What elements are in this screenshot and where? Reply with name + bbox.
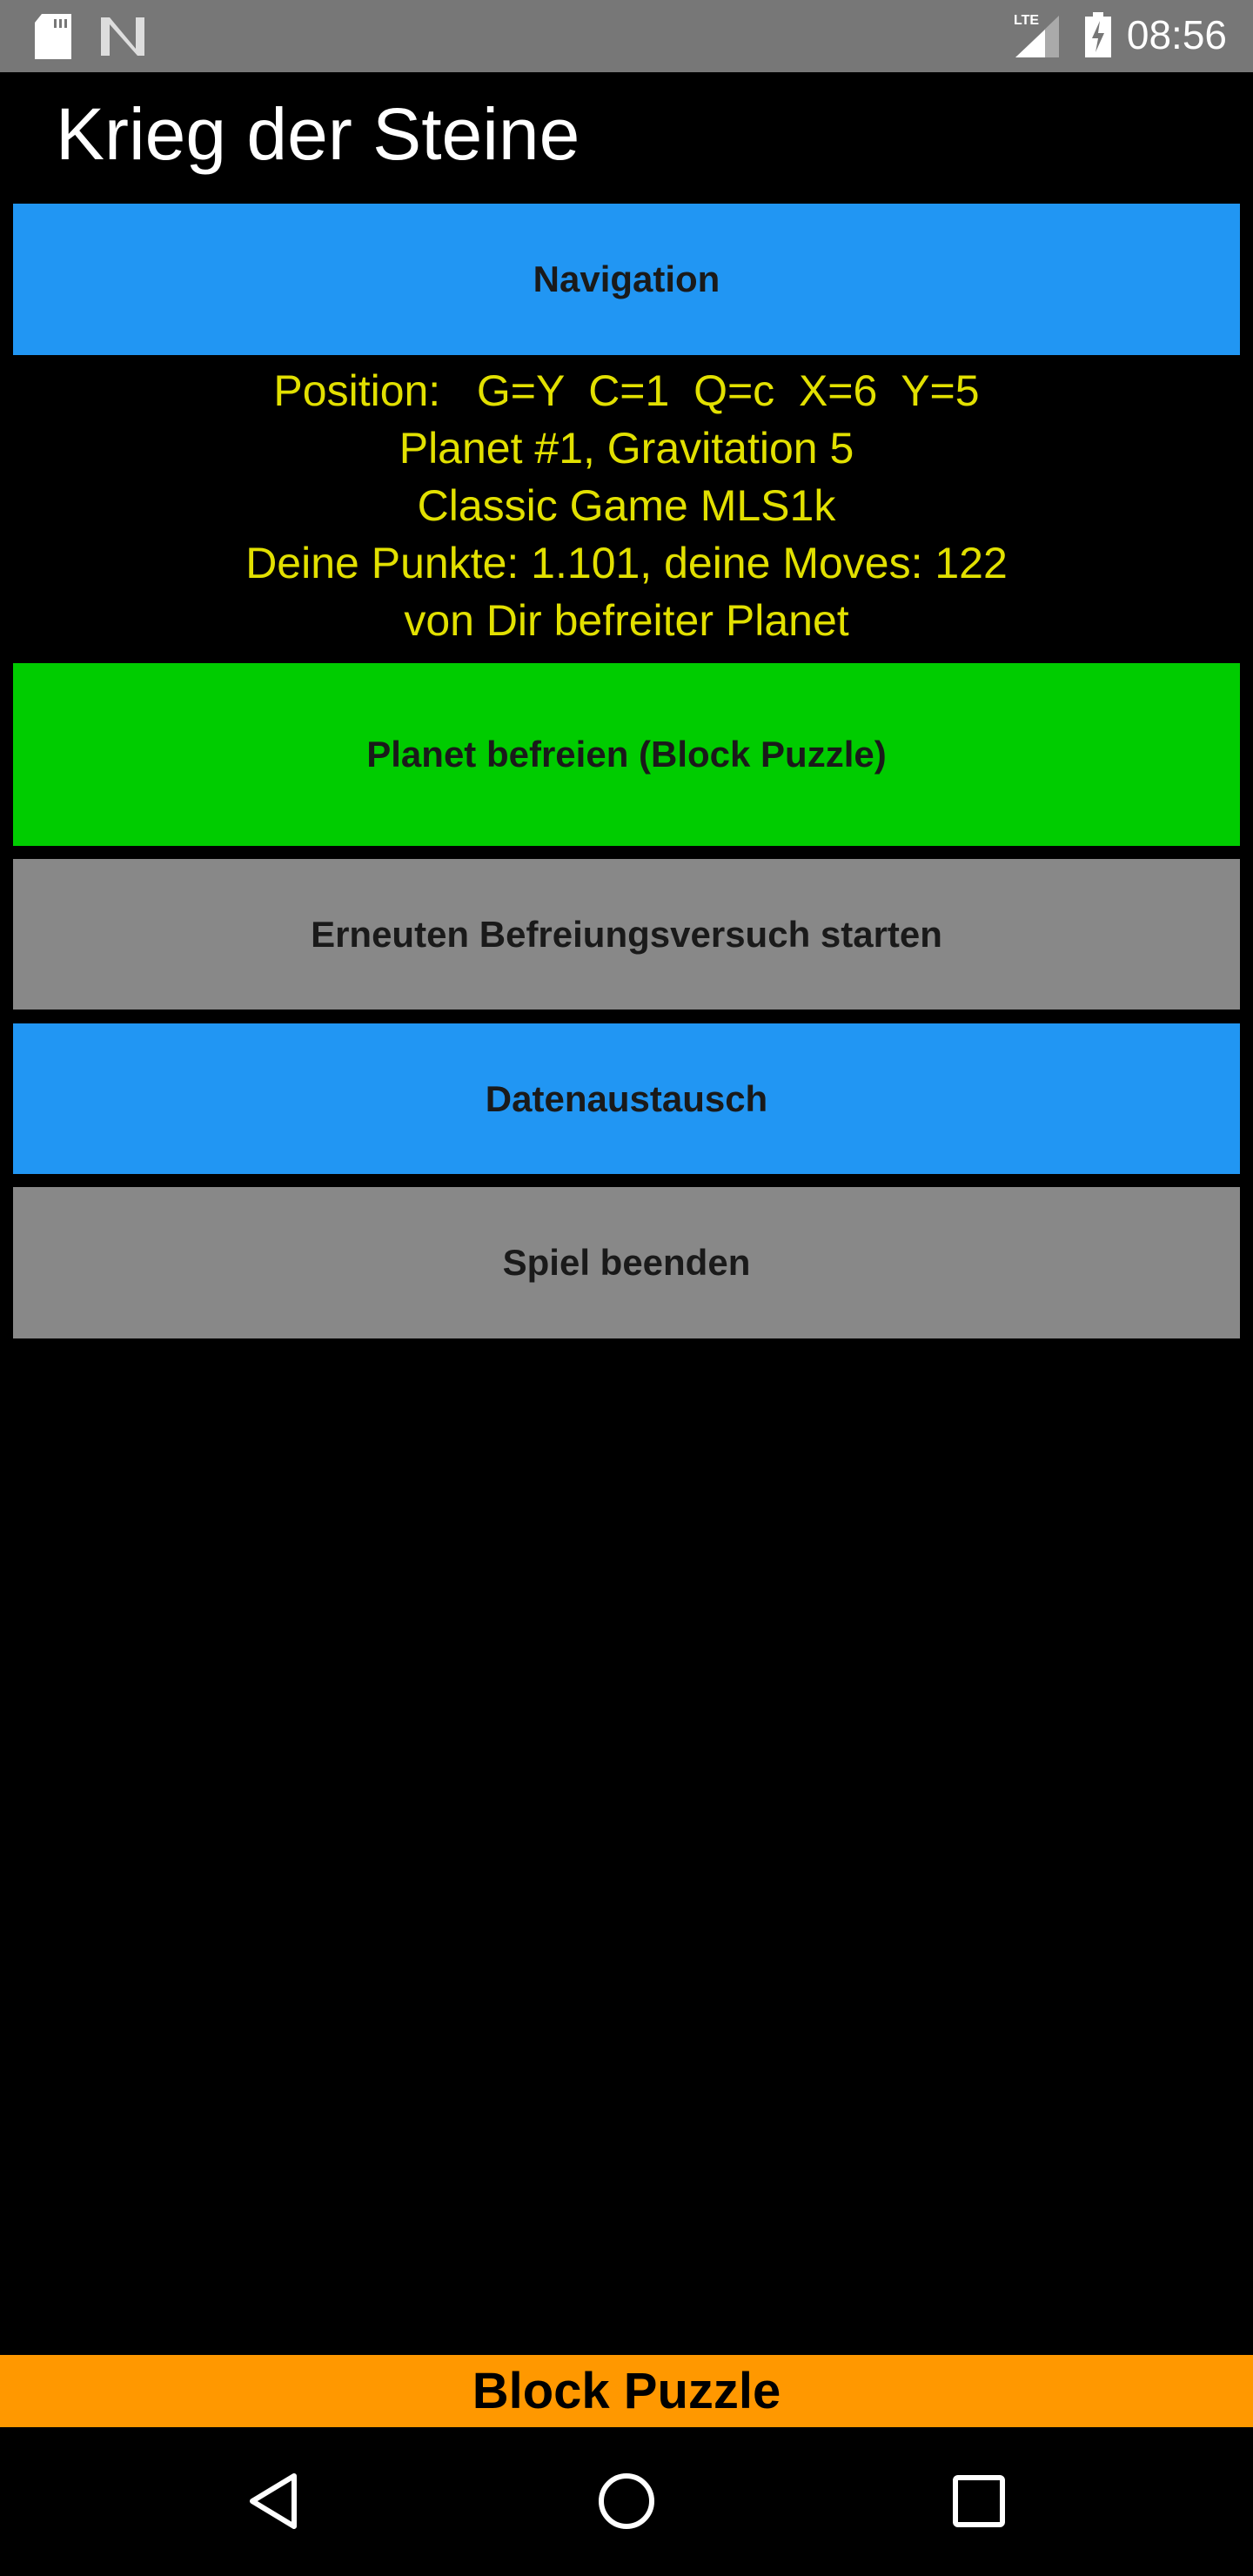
data-exchange-button[interactable]: Datenaustausch	[13, 1023, 1240, 1174]
system-nav-bar	[0, 2427, 1253, 2576]
home-icon[interactable]	[596, 2471, 657, 2532]
liberate-planet-button[interactable]: Planet befreien (Block Puzzle)	[13, 663, 1240, 846]
status-bar: LTE 08:56	[0, 0, 1253, 72]
recents-icon[interactable]	[948, 2471, 1009, 2532]
clock: 08:56	[1126, 12, 1227, 57]
game-text: Classic Game MLS1k	[417, 481, 836, 530]
navigation-button[interactable]: Navigation	[13, 204, 1240, 355]
back-icon[interactable]	[244, 2471, 305, 2532]
battery-charging-icon	[1084, 12, 1111, 57]
footer-banner: Block Puzzle	[0, 2355, 1253, 2427]
game-info: Position: G=Y C=1 Q=c X=6 Y=5 Planet #1,…	[0, 362, 1253, 649]
lte-signal-icon: LTE	[1014, 13, 1059, 57]
score-text: Deine Punkte: 1.101, deine Moves: 122	[245, 539, 1008, 587]
planet-text: Planet #1, Gravitation 5	[399, 424, 854, 473]
svg-text:LTE: LTE	[1014, 13, 1039, 28]
planet-status-text: von Dir befreiter Planet	[404, 596, 849, 645]
sd-card-icon	[35, 14, 71, 59]
retry-liberation-button[interactable]: Erneuten Befreiungsversuch starten	[13, 859, 1240, 1010]
position-text: Position: G=Y C=1 Q=c X=6 Y=5	[273, 366, 980, 415]
app-title: Krieg der Steine	[56, 93, 580, 175]
n-icon	[101, 17, 144, 56]
quit-game-button[interactable]: Spiel beenden	[13, 1187, 1240, 1338]
